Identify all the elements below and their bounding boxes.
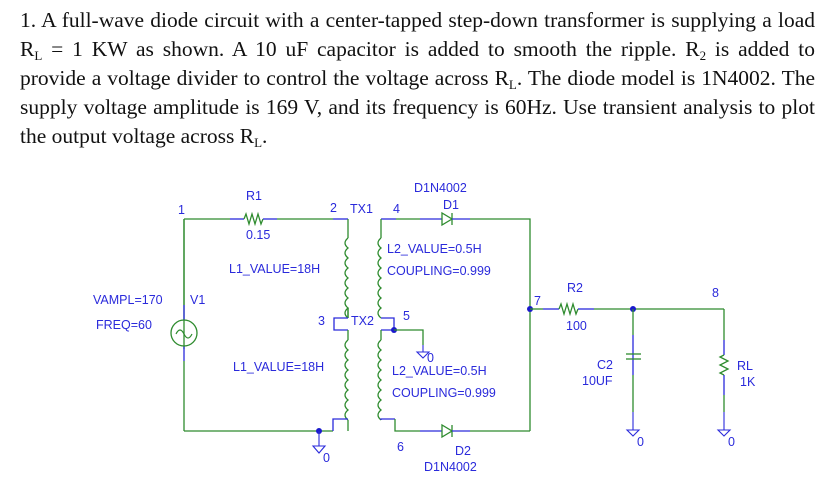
node-label-4: 4 xyxy=(393,202,400,216)
node-label-2: 2 xyxy=(330,201,337,215)
c2-value-label: 10UF xyxy=(582,374,613,388)
r1-value-label: 0.15 xyxy=(246,228,270,242)
node-label-3: 3 xyxy=(318,314,325,328)
tx2-coupling-label: COUPLING=0.999 xyxy=(392,386,496,400)
node-label-6: 6 xyxy=(397,440,404,454)
r2-resistor-body xyxy=(558,301,579,317)
sine-source-icon xyxy=(170,319,198,347)
tx1-coupling-label: COUPLING=0.999 xyxy=(387,264,491,278)
v1-vampl-label: VAMPL=170 xyxy=(93,293,163,307)
wire-node6-d2 xyxy=(394,419,420,432)
ground-icon xyxy=(625,429,641,437)
d2-model-label: D1N4002 xyxy=(424,460,477,474)
subscript: L xyxy=(34,48,43,63)
tx1-l1-label: L1_VALUE=18H xyxy=(229,262,320,276)
d1-model-label: D1N4002 xyxy=(414,181,467,195)
tx1-l2-label: L2_VALUE=0.5H xyxy=(387,242,482,256)
r1-name-label: R1 xyxy=(246,189,262,203)
ground-label: 0 xyxy=(637,435,644,449)
sine-wave-icon xyxy=(175,329,193,339)
tx2-l2-label: L2_VALUE=0.5H xyxy=(392,364,487,378)
c2-name-label: C2 xyxy=(597,358,613,372)
ground-icon xyxy=(311,445,327,454)
rl-name-label: RL xyxy=(737,359,753,373)
problem-text-segment: . The diode model is 1N4002. The supply … xyxy=(20,66,816,148)
tx2-primary-coil xyxy=(344,339,350,421)
rl-resistor-body xyxy=(718,354,730,376)
node-label-8: 8 xyxy=(712,286,719,300)
tx-node3-bracket xyxy=(333,317,348,331)
subscript: L xyxy=(508,77,517,92)
ground-icon xyxy=(415,351,431,359)
d1-name-label: D1 xyxy=(443,198,459,212)
tx2-l1-label: L1_VALUE=18H xyxy=(233,360,324,374)
wire-center-tap-ground xyxy=(394,329,424,345)
subscript: L xyxy=(254,135,263,150)
problem-text-segment: is added to provide a voltage divider to… xyxy=(20,37,816,90)
tx2-name-label: TX2 xyxy=(351,314,374,328)
problem-text-segment: . xyxy=(262,124,268,148)
rl-value-label: 1K xyxy=(740,375,756,389)
problem-text-segment: = 1 KW as shown. A 10 uF capacitor is ad… xyxy=(42,37,700,61)
r2-value-label: 100 xyxy=(566,319,587,333)
tx1-name-label: TX1 xyxy=(350,202,373,216)
node-label-1: 1 xyxy=(178,203,185,217)
tx-node5-bracket xyxy=(381,317,395,331)
ground-label: 0 xyxy=(323,451,330,465)
r2-name-label: R2 xyxy=(567,281,583,295)
ground-label: 0 xyxy=(728,435,735,449)
problem-statement: 1. A full-wave diode circuit with a cent… xyxy=(20,6,815,151)
d1-diode-triangle xyxy=(441,211,454,227)
tx2-primary-pin xyxy=(332,418,348,431)
v1-name-label: V1 xyxy=(190,293,205,307)
node-label-7: 7 xyxy=(534,294,541,308)
tx2-secondary-coil xyxy=(377,339,383,421)
ground-label: 0 xyxy=(427,351,434,365)
d2-diode-triangle xyxy=(441,423,454,439)
tx1-secondary-coil xyxy=(377,237,383,319)
r1-resistor-body xyxy=(243,211,264,227)
subscript: 2 xyxy=(699,48,707,63)
tx1-primary-coil xyxy=(344,237,350,319)
ground-icon xyxy=(716,429,732,437)
v1-freq-label: FREQ=60 xyxy=(96,318,152,332)
tx2-secondary-pin xyxy=(380,418,395,420)
problem-text-segment: 1. A full-wave diode circuit with a cent… xyxy=(20,8,815,61)
d2-name-label: D2 xyxy=(455,444,471,458)
wire-d1-node7 xyxy=(470,218,531,431)
node-label-5: 5 xyxy=(403,309,410,323)
